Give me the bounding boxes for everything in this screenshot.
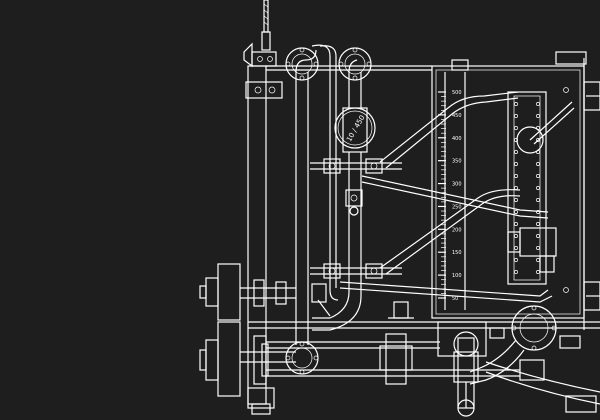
- column-bolt: [536, 114, 540, 118]
- vertical-column: [243, 0, 432, 415]
- scale-tick-label: 450: [452, 113, 462, 119]
- column-bolt: [536, 234, 540, 238]
- column-bolt: [536, 246, 540, 250]
- instrument-column: [507, 91, 575, 285]
- column-bolt: [536, 186, 540, 190]
- instrument-manifolds: [310, 158, 402, 279]
- column-bolt: [514, 198, 518, 202]
- secondary-vertical-pipe: [311, 44, 372, 331]
- column-bolt: [536, 174, 540, 178]
- column-bolt: [536, 162, 540, 166]
- scale-tick-label: 100: [452, 273, 462, 279]
- outlet-elbow: [469, 305, 600, 413]
- inlet-spool-upper: [199, 263, 327, 321]
- column-bolt: [514, 210, 518, 214]
- column-bolt: [514, 270, 518, 274]
- column-bolt: [514, 126, 518, 130]
- inlet-spool-lower: [199, 321, 296, 397]
- column-bolt: [514, 222, 518, 226]
- column-bolt: [514, 174, 518, 178]
- column-bolt: [536, 270, 540, 274]
- main-vertical-pipe: [285, 47, 319, 375]
- column-bolt: [536, 258, 540, 262]
- column-bolt: [514, 258, 518, 262]
- scale-tick-label: 50: [452, 296, 458, 302]
- gauge-label: 10 / 450: [345, 114, 366, 143]
- column-bolt: [536, 222, 540, 226]
- column-bolt: [536, 102, 540, 106]
- column-bolt: [514, 234, 518, 238]
- column-bolt: [514, 138, 518, 142]
- scale-tick-label: 150: [452, 250, 462, 256]
- scale-tick-label: 350: [452, 159, 462, 165]
- column-bolt: [514, 150, 518, 154]
- scale-tick-label: 250: [452, 204, 462, 210]
- column-bolt: [536, 150, 540, 154]
- column-bolt: [514, 162, 518, 166]
- column-bolt: [536, 210, 540, 214]
- column-bolt: [536, 138, 540, 142]
- scale-tick-label: 200: [452, 227, 462, 233]
- tank-body: [431, 51, 600, 330]
- scale-tick-label: 400: [452, 136, 462, 142]
- column-bolt: [514, 246, 518, 250]
- column-bolt: [536, 198, 540, 202]
- column-bolt: [514, 102, 518, 106]
- level-scale: 500 450 400 350 300 250 200 150 100 50: [438, 59, 469, 310]
- scale-tick-label: 500: [452, 90, 462, 96]
- column-bolt: [514, 114, 518, 118]
- column-bolt: [536, 126, 540, 130]
- drain-drop: [453, 331, 479, 417]
- column-bolt: [514, 186, 518, 190]
- scale-tick-label: 300: [452, 182, 462, 188]
- pressure-gauge: 10 / 450: [334, 107, 376, 149]
